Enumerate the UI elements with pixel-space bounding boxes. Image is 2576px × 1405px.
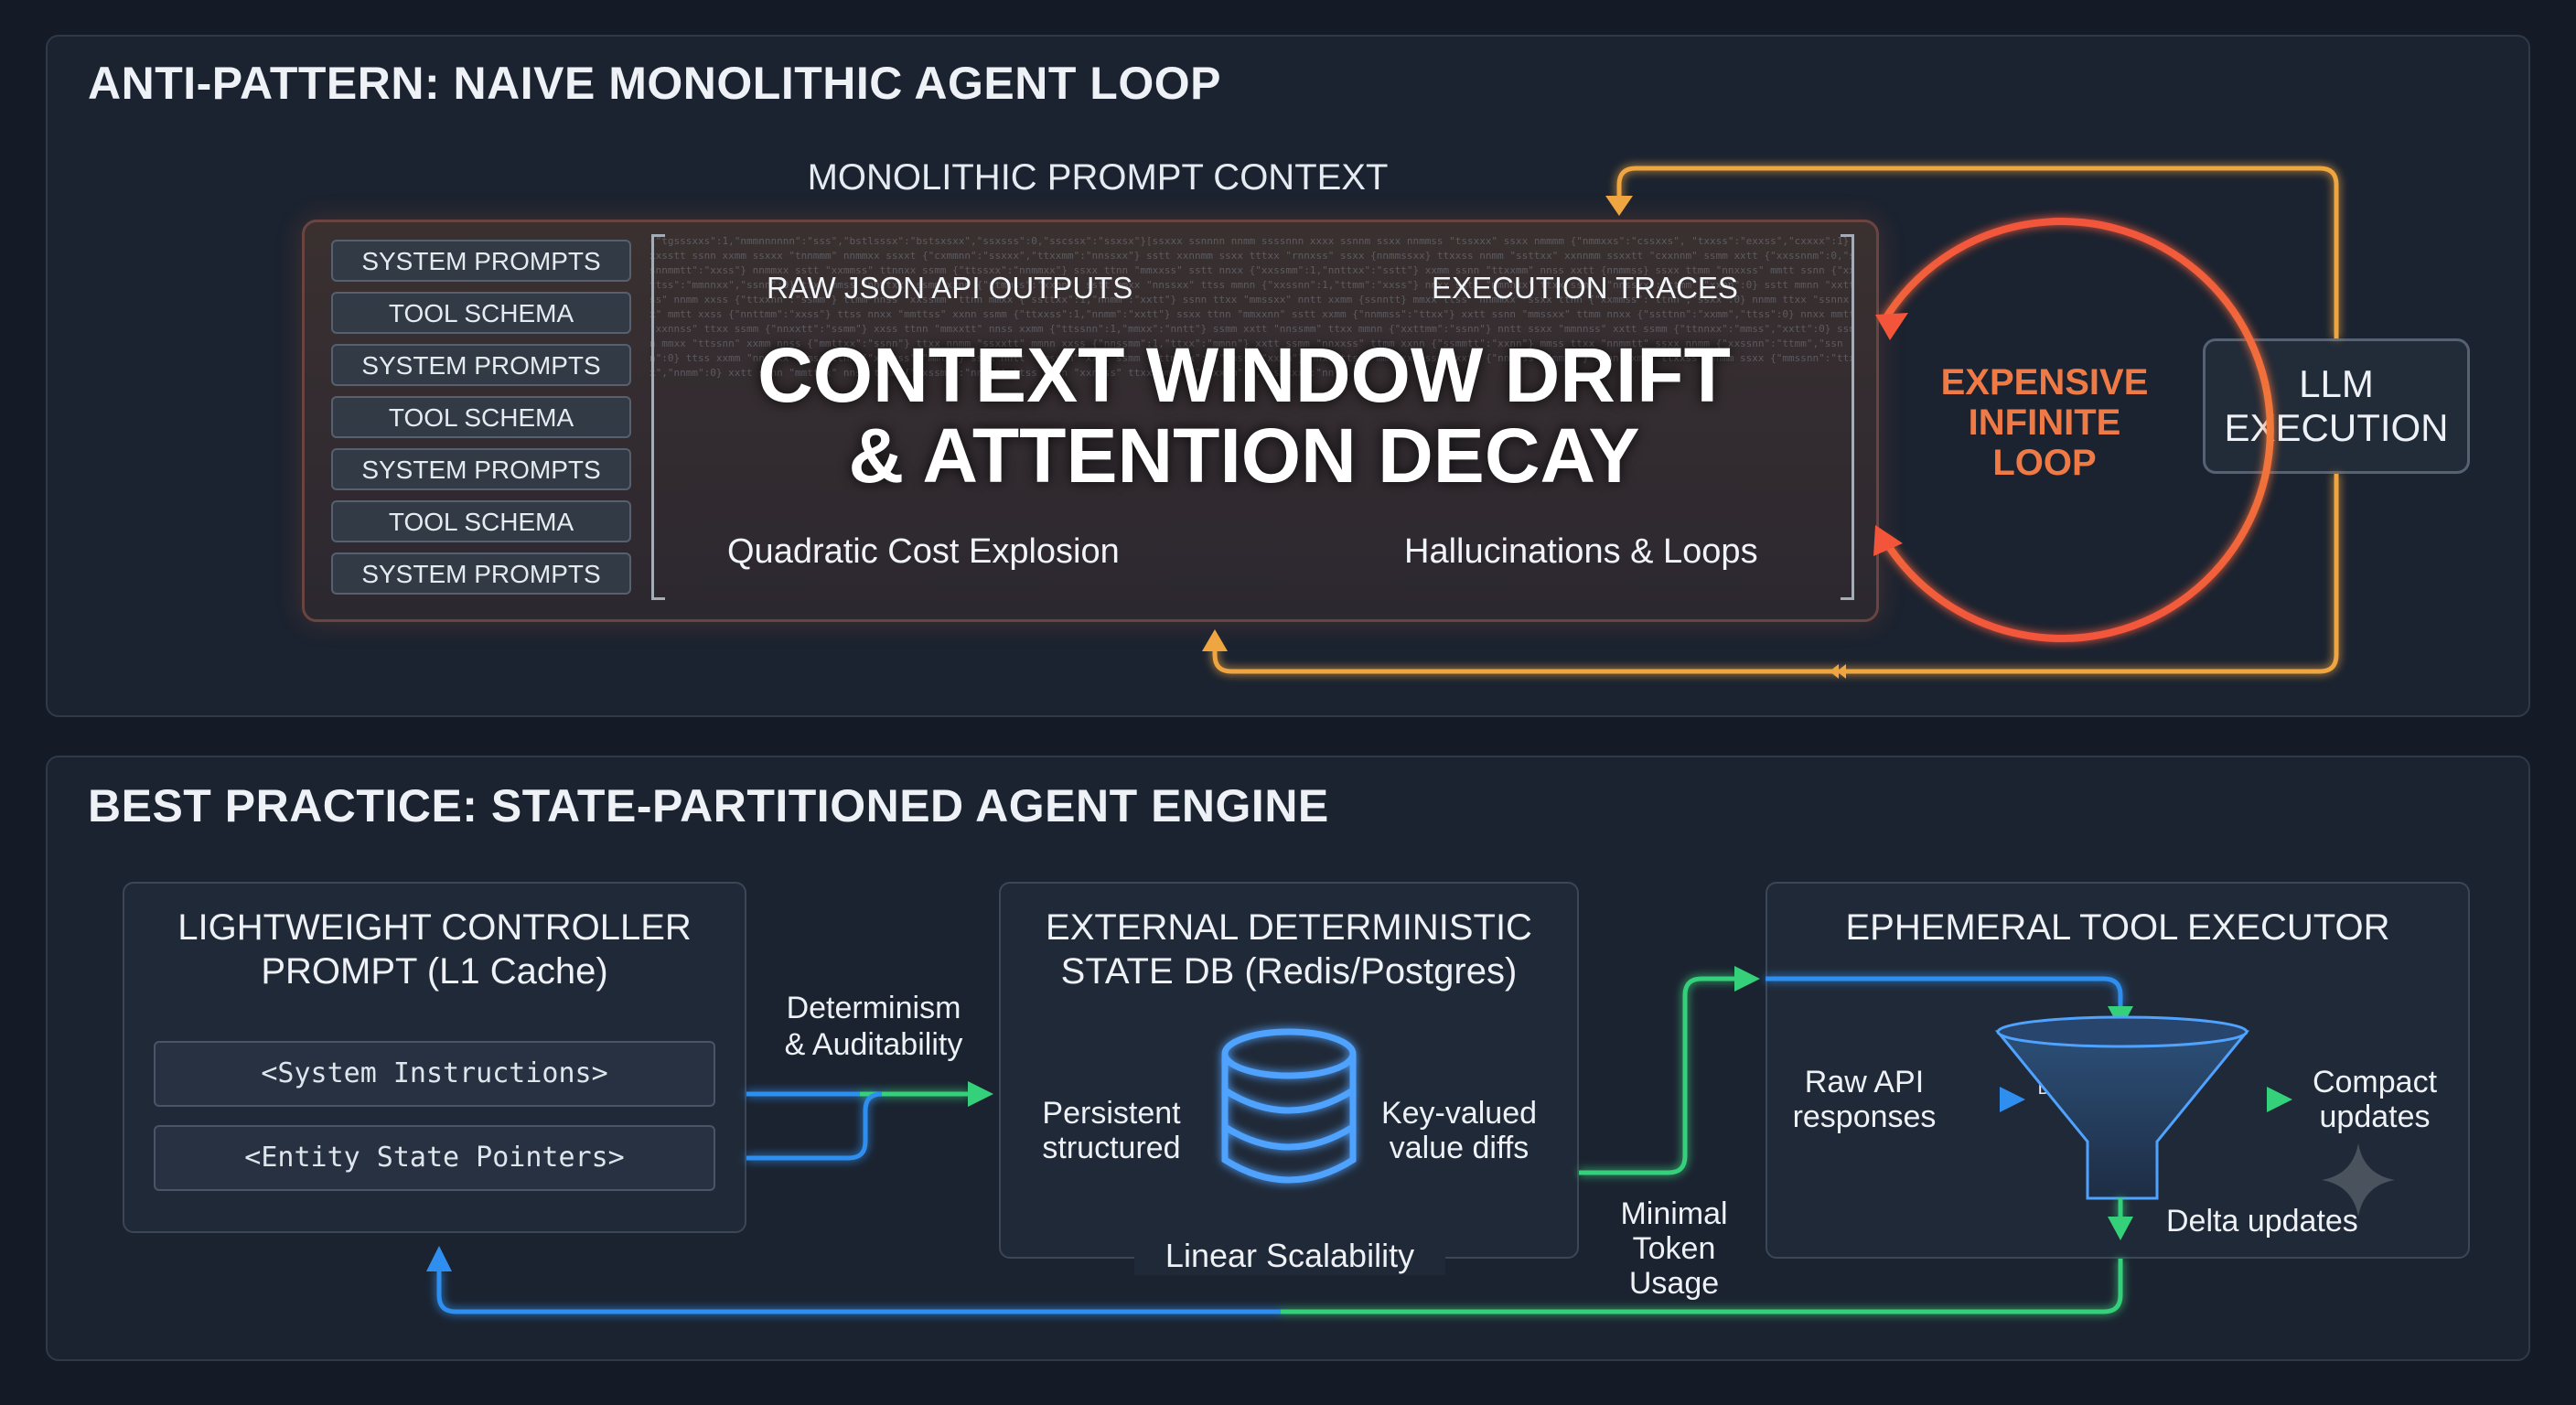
stack-item-system-prompts: SYSTEM PROMPTS [331, 448, 631, 490]
bracket-left [651, 234, 665, 600]
llm-execution-label: LLM EXECUTION [2203, 362, 2470, 450]
controller-title: LIGHTWEIGHT CONTROLLER PROMPT (L1 Cache) [123, 906, 746, 993]
key-valued-label-line2: value diffs [1389, 1131, 1530, 1165]
funnel-label-line2: DELTA REDUCER [2037, 1078, 2189, 1099]
state-db-title-line1: EXTERNAL DETERMINISTIC [1046, 907, 1532, 948]
minimal-token-label: Minimal Token Usage [1592, 1196, 1756, 1301]
compact-updates-label-line2: updates [2319, 1099, 2431, 1134]
controller-title-line1: LIGHTWEIGHT CONTROLLER [177, 907, 692, 948]
minimal-token-label-line1: Minimal [1620, 1196, 1728, 1231]
compact-updates-label: Compact updates [2292, 1065, 2457, 1134]
cost-label: Quadratic Cost Explosion [727, 532, 1120, 571]
stack-item-system-prompts: SYSTEM PROMPTS [331, 344, 631, 386]
bracket-right [1841, 234, 1854, 600]
context-label: MONOLITHIC PROMPT CONTEXT [807, 157, 1389, 198]
delta-updates-label: Delta updates [2166, 1204, 2358, 1239]
raw-api-label-line2: responses [1792, 1099, 1937, 1134]
compact-updates-label-line1: Compact [2312, 1065, 2438, 1099]
determinism-label: Determinism & Auditability [759, 990, 988, 1063]
persistent-label: Persistent structured [1015, 1096, 1208, 1165]
llm-label-line1: LLM [2299, 362, 2374, 405]
key-valued-label-line1: Key-valued [1380, 1096, 1538, 1131]
system-instructions-field: <System Instructions> [154, 1041, 715, 1107]
anti-pattern-title: ANTI-PATTERN: NAIVE MONOLITHIC AGENT LOO… [88, 58, 1221, 109]
loop-label-line2: INFINITE [1968, 402, 2121, 443]
noise-texture: {"tgsssxxs":1,"nmmnnnnnn":"sss","bstlsss… [649, 235, 1855, 379]
funnel-label-line1: JSON PRUNING / [2038, 1056, 2188, 1077]
raw-api-label-line1: Raw API [1804, 1065, 1925, 1099]
execution-traces-label: EXECUTION TRACES [1432, 271, 1738, 305]
linear-scalability-label: Linear Scalability [1134, 1237, 1445, 1275]
raw-api-label: Raw API responses [1776, 1065, 1952, 1134]
controller-title-line2: PROMPT (L1 Cache) [261, 951, 608, 992]
stack-item-system-prompts: SYSTEM PROMPTS [331, 552, 631, 595]
raw-json-label: RAW JSON API OUTPUTS [767, 271, 1133, 305]
stack-item-system-prompts: SYSTEM PROMPTS [331, 240, 631, 282]
funnel-label: JSON PRUNING / DELTA REDUCER [1967, 1056, 2259, 1099]
minimal-token-label-line3: Usage [1628, 1266, 1720, 1301]
determinism-label-line2: & Auditability [784, 1027, 963, 1062]
headline-line2: & ATTENTION DECAY [848, 413, 1640, 499]
llm-label-line2: EXECUTION [2224, 406, 2449, 449]
headline-line1: CONTEXT WINDOW DRIFT [757, 332, 1731, 418]
minimal-token-label-line2: Token [1632, 1231, 1716, 1266]
best-practice-title: BEST PRACTICE: STATE-PARTITIONED AGENT E… [88, 780, 1329, 831]
loop-label: EXPENSIVE INFINITE LOOP [1903, 362, 2186, 483]
state-db-title-line2: STATE DB (Redis/Postgres) [1060, 951, 1518, 992]
stack-item-tool-schema: TOOL SCHEMA [331, 396, 631, 438]
executor-title: EPHEMERAL TOOL EXECUTOR [1845, 907, 2390, 948]
stack-item-tool-schema: TOOL SCHEMA [331, 500, 631, 542]
hallucinations-label: Hallucinations & Loops [1404, 532, 1758, 571]
loop-label-line1: EXPENSIVE [1940, 362, 2149, 402]
loop-label-line3: LOOP [1992, 443, 2097, 483]
persistent-label-line2: structured [1042, 1131, 1181, 1165]
state-db-title: EXTERNAL DETERMINISTIC STATE DB (Redis/P… [999, 906, 1579, 993]
entity-state-pointers-field: <Entity State Pointers> [154, 1125, 715, 1191]
determinism-label-line1: Determinism [786, 991, 961, 1025]
persistent-label-line1: Persistent [1042, 1096, 1181, 1131]
stack-item-tool-schema: TOOL SCHEMA [331, 292, 631, 334]
key-valued-label: Key-valued value diffs [1363, 1096, 1555, 1165]
